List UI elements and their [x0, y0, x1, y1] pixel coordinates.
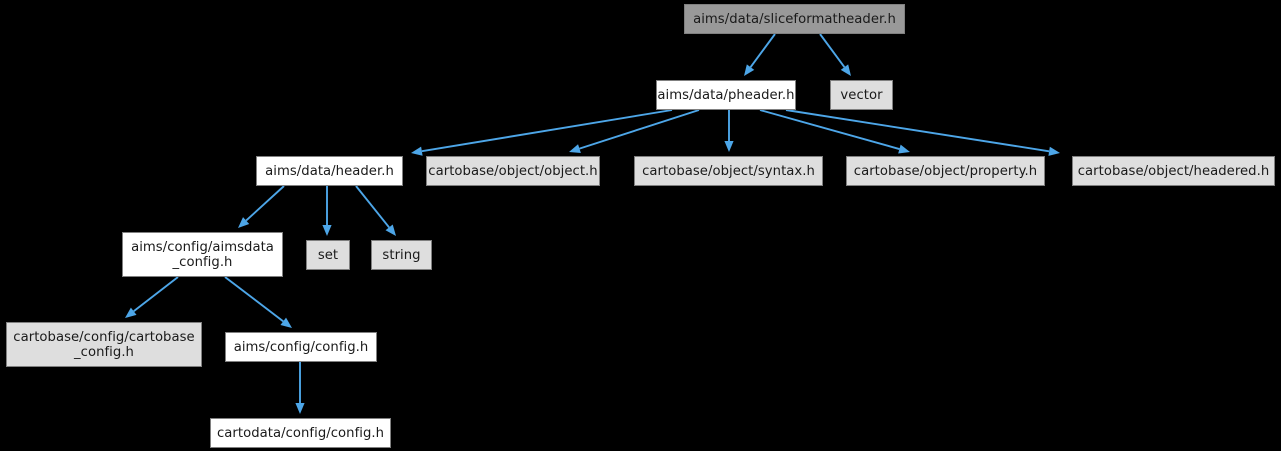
graph-node-label: aims/data/pheader.h [657, 87, 795, 103]
graph-node-label: aims/config/aimsdata _config.h [131, 239, 274, 270]
graph-node-sliceformatheader: aims/data/sliceformatheader.h [684, 4, 905, 34]
graph-node-aimsdata_config[interactable]: aims/config/aimsdata _config.h [122, 232, 283, 277]
graph-edge-pheader-to-headered [785, 109, 1060, 156]
graph-node-label: set [317, 247, 339, 263]
graph-node-headered: cartobase/object/headered.h [1072, 156, 1275, 186]
graph-edge-aimsdata-config-to-cartobase-config [125, 276, 179, 318]
graph-node-pheader[interactable]: aims/data/pheader.h [656, 80, 796, 110]
graph-edge-header-to-aimsdata-config [238, 185, 285, 228]
graph-edge-header-to-string [355, 185, 396, 236]
graph-node-string: string [371, 240, 432, 270]
graph-edge-sliceformatheader-to-vector [819, 33, 851, 76]
graph-edge-aimsdata-config-to-aims-config [224, 276, 292, 328]
graph-edge-header-to-set [322, 186, 332, 236]
graph-node-label: cartobase/object/object.h [428, 163, 598, 179]
graph-node-label: aims/data/header.h [265, 163, 394, 179]
graph-node-vector: vector [830, 80, 893, 110]
graph-edge-pheader-to-property [759, 109, 910, 154]
graph-edge-aims-config-to-cartodata-config [295, 362, 305, 414]
graph-node-label: vector [840, 87, 883, 103]
graph-node-label: cartobase/config/cartobase _config.h [13, 329, 195, 360]
graph-edge-pheader-to-object [569, 109, 700, 153]
graph-node-label: cartobase/object/property.h [853, 163, 1038, 179]
graph-node-property: cartobase/object/property.h [846, 156, 1045, 186]
graph-node-label: cartobase/object/headered.h [1077, 163, 1270, 179]
graph-node-label: aims/config/config.h [233, 339, 369, 355]
graph-node-cartobase_config: cartobase/config/cartobase _config.h [6, 322, 202, 367]
graph-node-label: string [382, 247, 421, 263]
graph-edge-pheader-to-header [411, 109, 673, 156]
graph-node-cartodata_config[interactable]: cartodata/config/config.h [210, 418, 391, 448]
graph-node-label: cartodata/config/config.h [216, 425, 385, 441]
graph-node-syntax: cartobase/object/syntax.h [634, 156, 823, 186]
graph-node-set: set [306, 240, 350, 270]
graph-node-label: cartobase/object/syntax.h [642, 163, 815, 179]
graph-node-object: cartobase/object/object.h [426, 156, 600, 186]
graph-edge-pheader-to-syntax [724, 110, 734, 152]
graph-edge-sliceformatheader-to-pheader [744, 33, 776, 76]
graph-node-header[interactable]: aims/data/header.h [256, 156, 403, 186]
graph-node-aims_config[interactable]: aims/config/config.h [225, 332, 377, 362]
graph-node-label: aims/data/sliceformatheader.h [693, 11, 896, 27]
